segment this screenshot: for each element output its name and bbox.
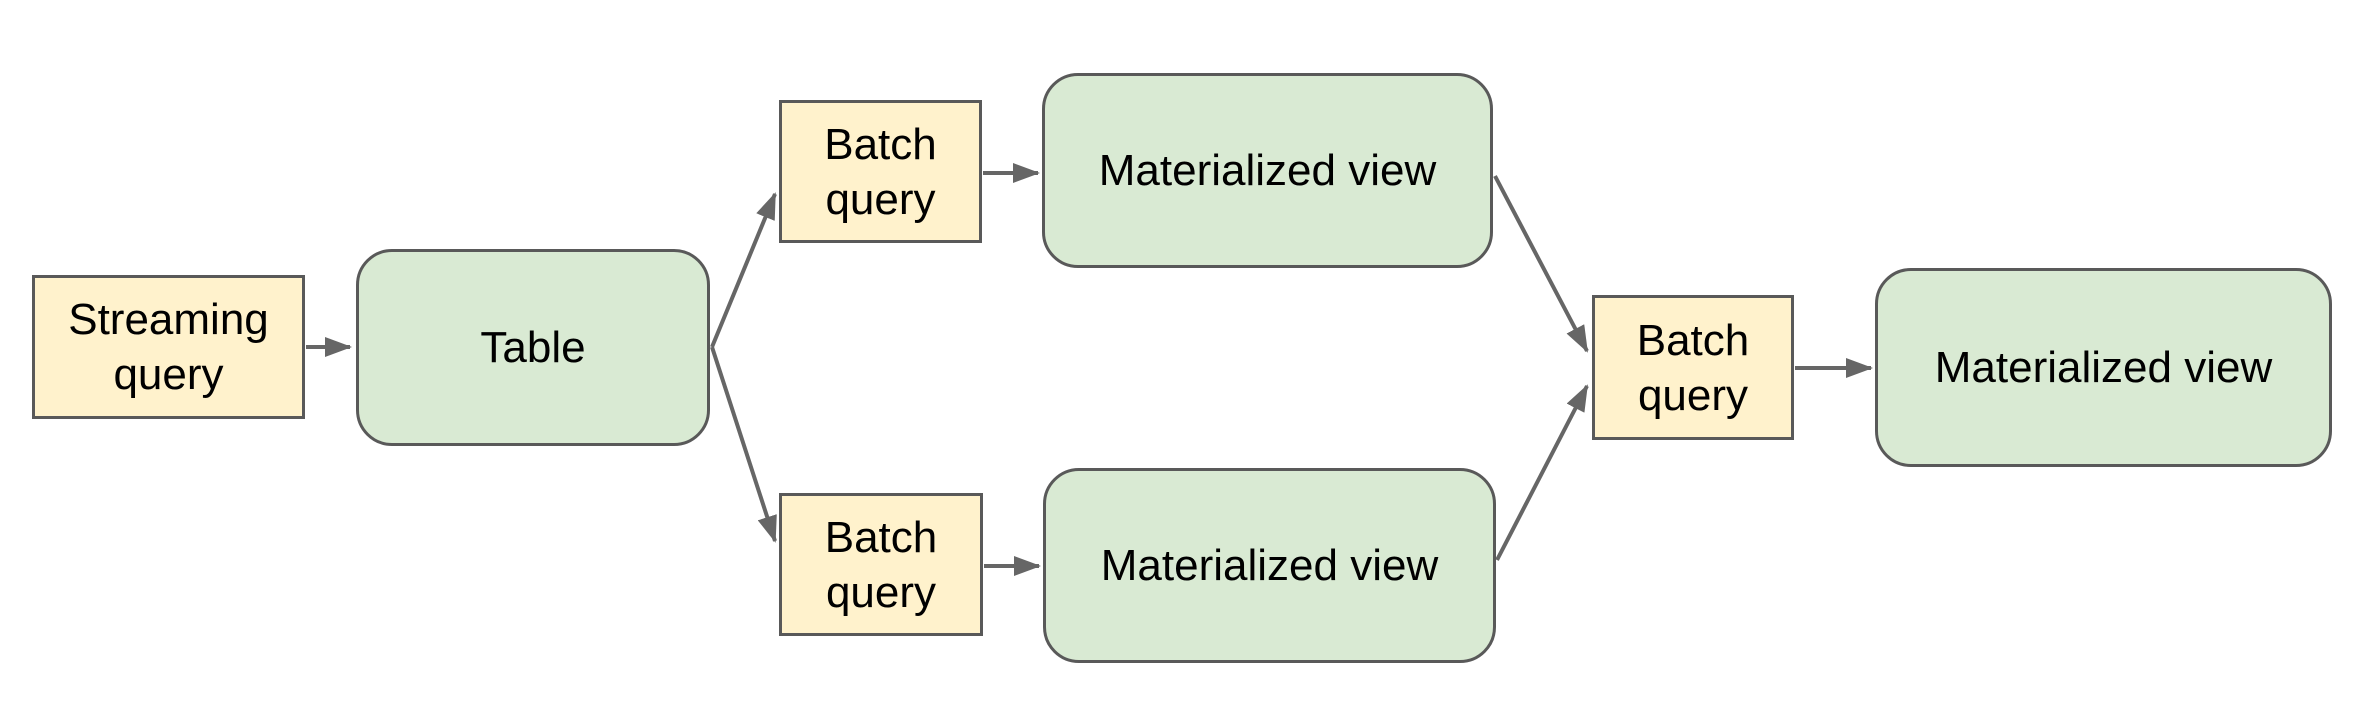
node-label: Batch query bbox=[1636, 315, 1750, 420]
edge-table-to-batch-query-top bbox=[710, 192, 777, 348]
node-materialized-view-right: Materialized view bbox=[1875, 268, 2332, 467]
edge-table-to-batch-query-bottom bbox=[710, 346, 777, 543]
edge-materialized-view-bottom-to-batch-query-right bbox=[1495, 384, 1589, 561]
node-label: Batch query bbox=[824, 512, 938, 617]
node-label: Batch query bbox=[824, 119, 937, 224]
node-materialized-view-bottom: Materialized view bbox=[1043, 468, 1496, 663]
edge-materialized-view-top-to-batch-query-right bbox=[1493, 175, 1589, 353]
node-label: Materialized view bbox=[1098, 146, 1437, 195]
node-label: Streaming query bbox=[68, 295, 269, 399]
node-table: Table bbox=[356, 249, 710, 446]
node-batch-query-right: Batch query bbox=[1592, 295, 1794, 440]
node-materialized-view-top: Materialized view bbox=[1042, 73, 1493, 268]
node-streaming-query: Streaming query bbox=[32, 275, 305, 419]
node-label: Materialized view bbox=[1934, 343, 2273, 392]
node-label: Materialized view bbox=[1100, 541, 1439, 590]
node-label: Table bbox=[480, 323, 586, 372]
node-batch-query-bottom: Batch query bbox=[779, 493, 983, 636]
node-batch-query-top: Batch query bbox=[779, 100, 982, 243]
